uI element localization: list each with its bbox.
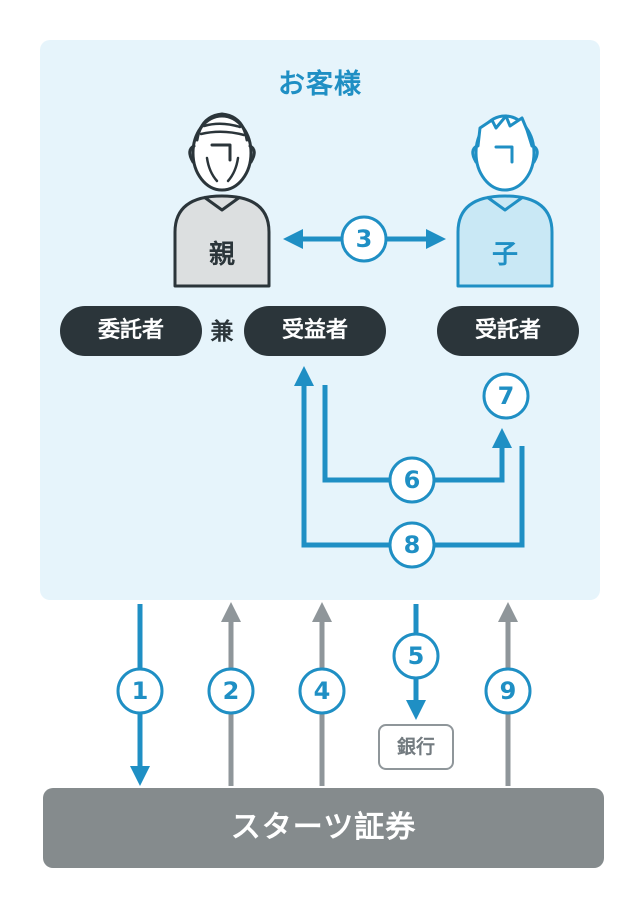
flow-3-number: 3 bbox=[356, 225, 373, 253]
parent-hair-line-2 bbox=[199, 130, 246, 137]
joiner-label: 兼 bbox=[210, 319, 234, 345]
parent-ear-right bbox=[248, 144, 256, 164]
parent-label: 親 bbox=[208, 240, 235, 270]
flow-1-number: 1 bbox=[132, 677, 149, 705]
bank-box: 銀行 bbox=[378, 724, 454, 770]
company-banner: スターツ証券 bbox=[43, 788, 604, 868]
child-label: 子 bbox=[491, 240, 518, 270]
beneficiary-pill: 受益者 bbox=[244, 306, 386, 356]
flow-7-badge: 7 bbox=[482, 372, 530, 420]
flow-1-arrowhead bbox=[130, 766, 150, 786]
flow-8-arrowhead bbox=[294, 366, 314, 386]
flow-2-number: 2 bbox=[223, 677, 240, 705]
flow-6-arrowhead bbox=[492, 428, 512, 448]
child-ear-right bbox=[531, 144, 539, 164]
parent-hair-line-1 bbox=[202, 122, 242, 129]
child-hair bbox=[476, 114, 534, 148]
flow-6-number: 6 bbox=[404, 466, 421, 494]
parent-hair bbox=[195, 112, 249, 142]
panel-title: お客様 bbox=[278, 69, 362, 100]
flow-4-badge: 4 bbox=[298, 667, 346, 715]
flow-4-number: 4 bbox=[314, 677, 331, 705]
flow-1-badge: 1 bbox=[116, 667, 164, 715]
flow-7-number: 7 bbox=[498, 382, 515, 410]
parent-wrinkle-left bbox=[205, 156, 219, 183]
flow-9-arrowhead bbox=[498, 602, 518, 622]
flow-6-badge: 6 bbox=[388, 456, 436, 504]
flow-9-badge: 9 bbox=[484, 667, 532, 715]
flow-4-arrowhead bbox=[312, 602, 332, 622]
flow-5-arrowhead bbox=[406, 700, 426, 720]
flow-5-badge: 5 bbox=[392, 632, 440, 680]
child-ear-left bbox=[471, 144, 479, 164]
flow-9-number: 9 bbox=[500, 677, 517, 705]
parent-collar bbox=[203, 195, 241, 212]
parent-body-shape bbox=[173, 194, 271, 288]
flow-3-arrowhead-right bbox=[426, 229, 446, 249]
child-figure bbox=[456, 114, 554, 288]
parent-ear-left bbox=[188, 144, 196, 164]
flow-2-badge: 2 bbox=[207, 667, 255, 715]
parent-figure bbox=[173, 112, 271, 288]
flow-8-badge: 8 bbox=[388, 521, 436, 569]
parent-nose bbox=[210, 143, 232, 162]
flow-3-badge: 3 bbox=[340, 215, 388, 263]
settlor-pill: 委託者 bbox=[60, 306, 202, 356]
flow-2-arrowhead bbox=[221, 602, 241, 622]
child-body-shape bbox=[456, 194, 554, 288]
flow-5-number: 5 bbox=[408, 642, 425, 670]
child-nose bbox=[494, 145, 514, 164]
child-collar bbox=[486, 195, 524, 212]
trustee-pill: 受託者 bbox=[437, 306, 579, 356]
flow-8-number: 8 bbox=[404, 531, 421, 559]
flow-3-arrowhead-left bbox=[283, 229, 303, 249]
parent-wrinkle-right bbox=[226, 156, 240, 183]
